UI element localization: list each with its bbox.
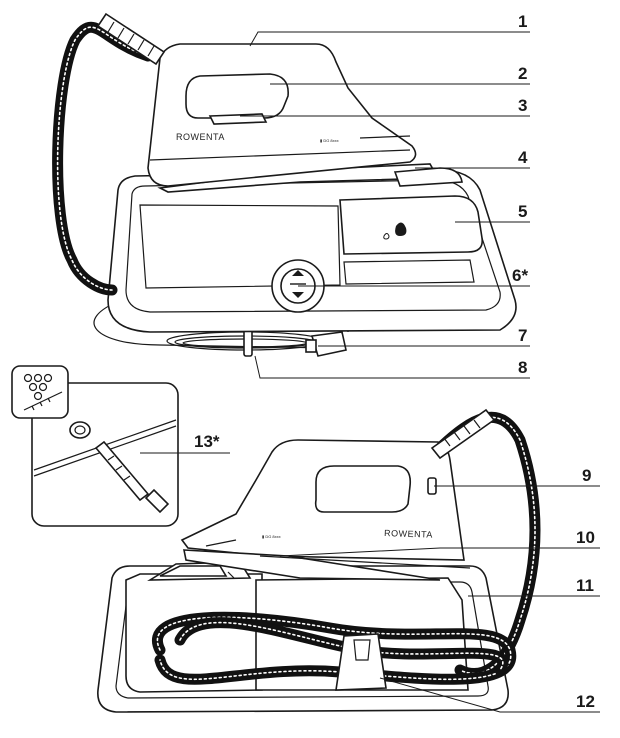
- iron-side: ROWENTA ▮ DG 8xxx: [180, 439, 471, 581]
- iron: ROWENTA ▮ DG 8xxx: [147, 43, 417, 187]
- callout-1: 1: [518, 12, 527, 31]
- bottom-steam-generator: ROWENTA ▮ DG 8xxx: [97, 408, 600, 713]
- callout-5: 5: [518, 202, 527, 221]
- callout-3: 3: [518, 96, 527, 115]
- callout-11: 11: [576, 576, 594, 595]
- anti-scale-inset: [11, 365, 230, 527]
- callout-6: 6*: [512, 266, 528, 285]
- water-drop-icon: [383, 222, 407, 240]
- iron-lock[interactable]: [393, 167, 463, 187]
- svg-text:ROWENTA: ROWENTA: [384, 528, 433, 540]
- callout-8: 8: [518, 358, 527, 377]
- svg-text:▮ DG 8xxx: ▮ DG 8xxx: [262, 534, 281, 539]
- callout-12: 12: [576, 692, 595, 711]
- svg-text:▮ DG 8xxx: ▮ DG 8xxx: [320, 138, 339, 143]
- callout-7: 7: [518, 326, 527, 345]
- top-steam-generator: ROWENTA ▮ DG 8xxx: [52, 12, 530, 379]
- callout-13: 13*: [194, 432, 220, 451]
- filter-dots-icon: [11, 365, 69, 419]
- svg-text:ROWENTA: ROWENTA: [176, 132, 225, 142]
- callout-2: 2: [518, 64, 527, 83]
- collector-opening: [69, 421, 91, 439]
- steam-hose: [52, 12, 166, 296]
- power-cord: [93, 299, 331, 357]
- callout-4: 4: [518, 148, 528, 167]
- iron-handle-side[interactable]: [314, 465, 412, 513]
- callout-9: 9: [582, 466, 591, 485]
- anti-scale-rod[interactable]: [94, 440, 170, 514]
- base-station: [107, 169, 517, 333]
- iron-handle[interactable]: [185, 73, 289, 119]
- cord-clip[interactable]: [335, 633, 387, 691]
- callout-10: 10: [576, 528, 595, 547]
- water-tank[interactable]: [339, 195, 484, 255]
